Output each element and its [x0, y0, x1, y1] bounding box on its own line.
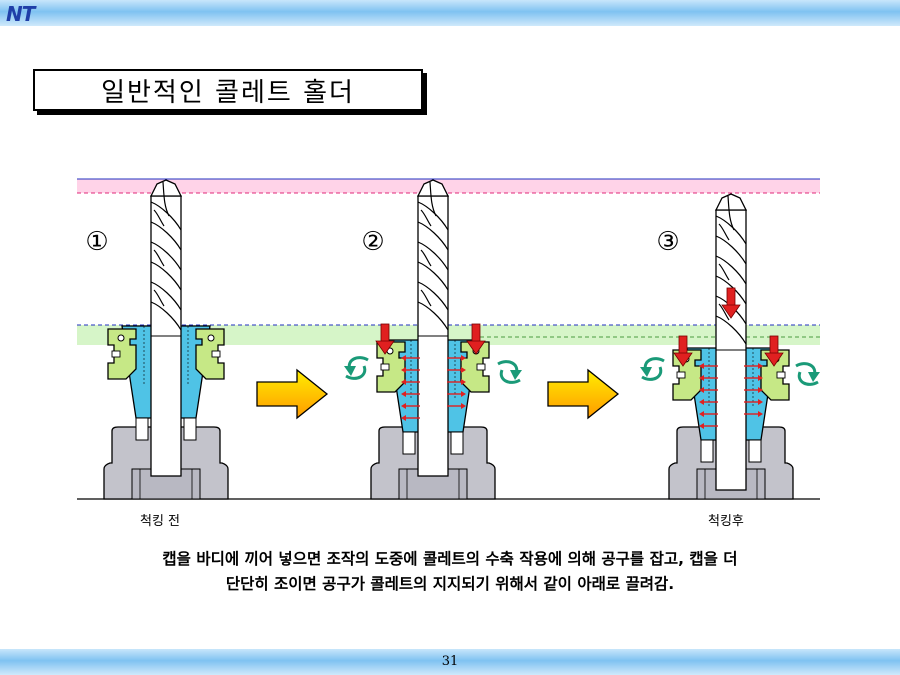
step-number-2: ②	[361, 227, 384, 257]
company-logo: NT	[6, 2, 35, 26]
step1-assembly	[103, 179, 229, 500]
description-line-1: 캡을 바디에 끼어 넣으면 조작의 도중에 콜레트의 수축 작용에 의해 공구를…	[162, 550, 738, 568]
flow-arrow-2	[547, 369, 619, 419]
page-number: 31	[441, 654, 459, 669]
collet-chucking-diagram: ① ② ③	[77, 178, 820, 500]
page-title: 일반적인 콜레트 홀더	[101, 77, 355, 108]
step-number-3: ③	[656, 227, 679, 257]
top-banner: NT	[0, 0, 900, 26]
description-line-2: 단단히 조이면 공구가 콜레트의 지지되기 위해서 같이 아래로 끌려감.	[225, 575, 675, 593]
caption-after-chucking: 척킹후	[708, 514, 744, 529]
step-number-1: ①	[85, 227, 108, 257]
caption-before-chucking: 척킹 전	[140, 514, 181, 529]
flow-arrow-1	[256, 369, 328, 419]
title-box: 일반적인 콜레트 홀더	[33, 69, 423, 111]
pink-reference-zone	[77, 179, 820, 193]
bottom-banner	[0, 649, 900, 675]
